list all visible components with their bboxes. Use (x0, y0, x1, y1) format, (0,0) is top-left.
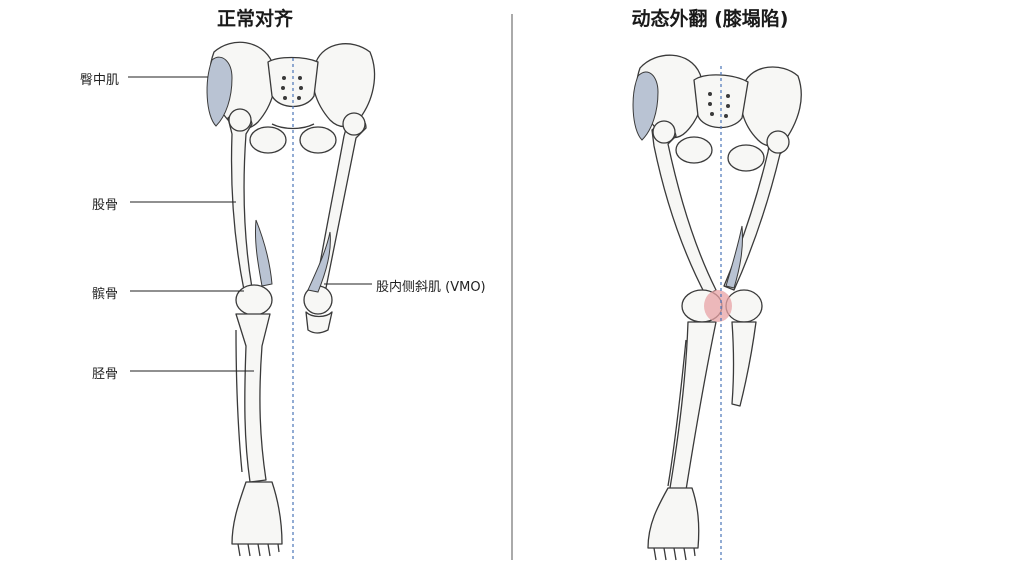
left-vmo (307, 231, 331, 293)
right-tibia-a (669, 321, 717, 491)
label-patella: 髌骨 (92, 287, 119, 302)
label-tibia: 胫骨 (92, 367, 119, 382)
label-vmo: 股内侧斜肌 (VMO) (376, 280, 486, 295)
knee-stress-highlight (704, 290, 732, 322)
left-vmo-lateral (254, 219, 273, 287)
left-tibia (235, 313, 271, 483)
label-femur: 股骨 (92, 198, 119, 213)
label-gluteus-medius: 臀中肌 (80, 73, 120, 88)
right-vmo (725, 225, 743, 289)
left-skeleton (209, 41, 376, 557)
panel-title-valgus: 动态外翻 (膝塌陷) (631, 8, 789, 30)
right-foot (647, 487, 700, 549)
right-gluteus-medius (632, 71, 659, 141)
panel-title-normal: 正常对齐 (216, 8, 293, 30)
left-foot (231, 481, 283, 545)
left-gluteus-medius (206, 56, 233, 127)
